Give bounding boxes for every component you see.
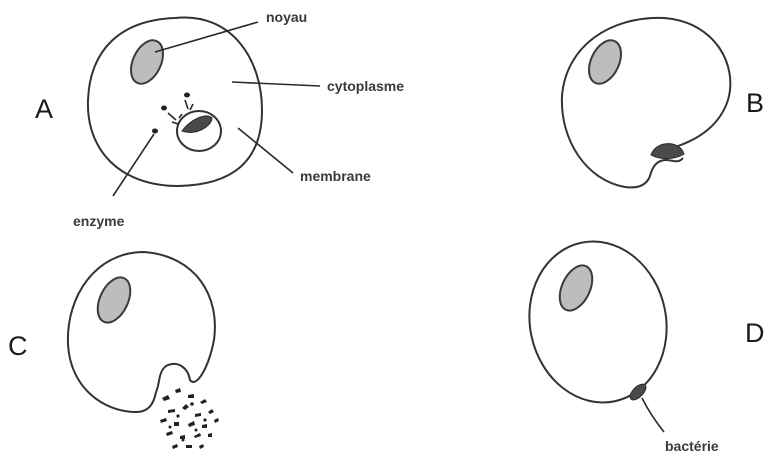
label-nucleus: noyau	[266, 9, 307, 25]
cell-b-outline	[562, 18, 730, 188]
debris-particle	[175, 388, 181, 393]
debris-particle	[166, 431, 173, 436]
debris-particle	[172, 444, 178, 449]
debris-particle	[160, 418, 167, 423]
enzyme-particle	[184, 93, 190, 98]
debris-particle	[176, 414, 179, 417]
label-cytoplasm: cytoplasme	[327, 78, 404, 94]
debris-particle	[168, 409, 175, 413]
debris-particle	[195, 413, 201, 417]
debris-particle	[186, 445, 192, 448]
debris-particle	[214, 418, 219, 423]
cell-d-outline	[515, 229, 682, 416]
debris-particle	[208, 409, 214, 414]
debris-particle	[182, 439, 185, 442]
debris-particle	[195, 429, 198, 432]
label-bacterium: bactérie	[665, 438, 719, 454]
debris-particle	[199, 444, 204, 449]
enzyme-particle	[152, 129, 158, 134]
panel-label-b: B	[746, 88, 764, 118]
debris-particle	[200, 399, 207, 404]
panel-label-a: A	[35, 94, 53, 124]
panel-d: bactérie D	[515, 229, 765, 454]
cell-c-outline	[68, 252, 215, 412]
panel-b: B	[562, 18, 764, 188]
debris-particle	[188, 394, 194, 398]
debris-particle	[188, 421, 195, 427]
debris-particle	[174, 422, 179, 426]
cell-a-outline	[88, 17, 262, 186]
debris-particle	[180, 435, 185, 439]
panel-label-d: D	[745, 318, 765, 348]
debris-particle	[190, 402, 194, 406]
enzyme-particle	[161, 106, 167, 111]
panel-a: A noyau cytoplasme membrane enzyme	[35, 9, 404, 229]
cell-c-debris	[160, 388, 219, 449]
panel-c: C	[8, 252, 219, 449]
label-membrane: membrane	[300, 168, 371, 184]
debris-particle	[203, 418, 206, 421]
debris-particle	[162, 395, 170, 401]
debris-particle	[169, 426, 172, 429]
panel-label-c: C	[8, 331, 28, 361]
debris-particle	[194, 433, 201, 438]
label-enzyme: enzyme	[73, 213, 125, 229]
debris-particle	[202, 424, 207, 428]
debris-particle	[182, 404, 189, 410]
debris-particle	[208, 433, 212, 437]
leader-bacterium	[642, 398, 664, 432]
